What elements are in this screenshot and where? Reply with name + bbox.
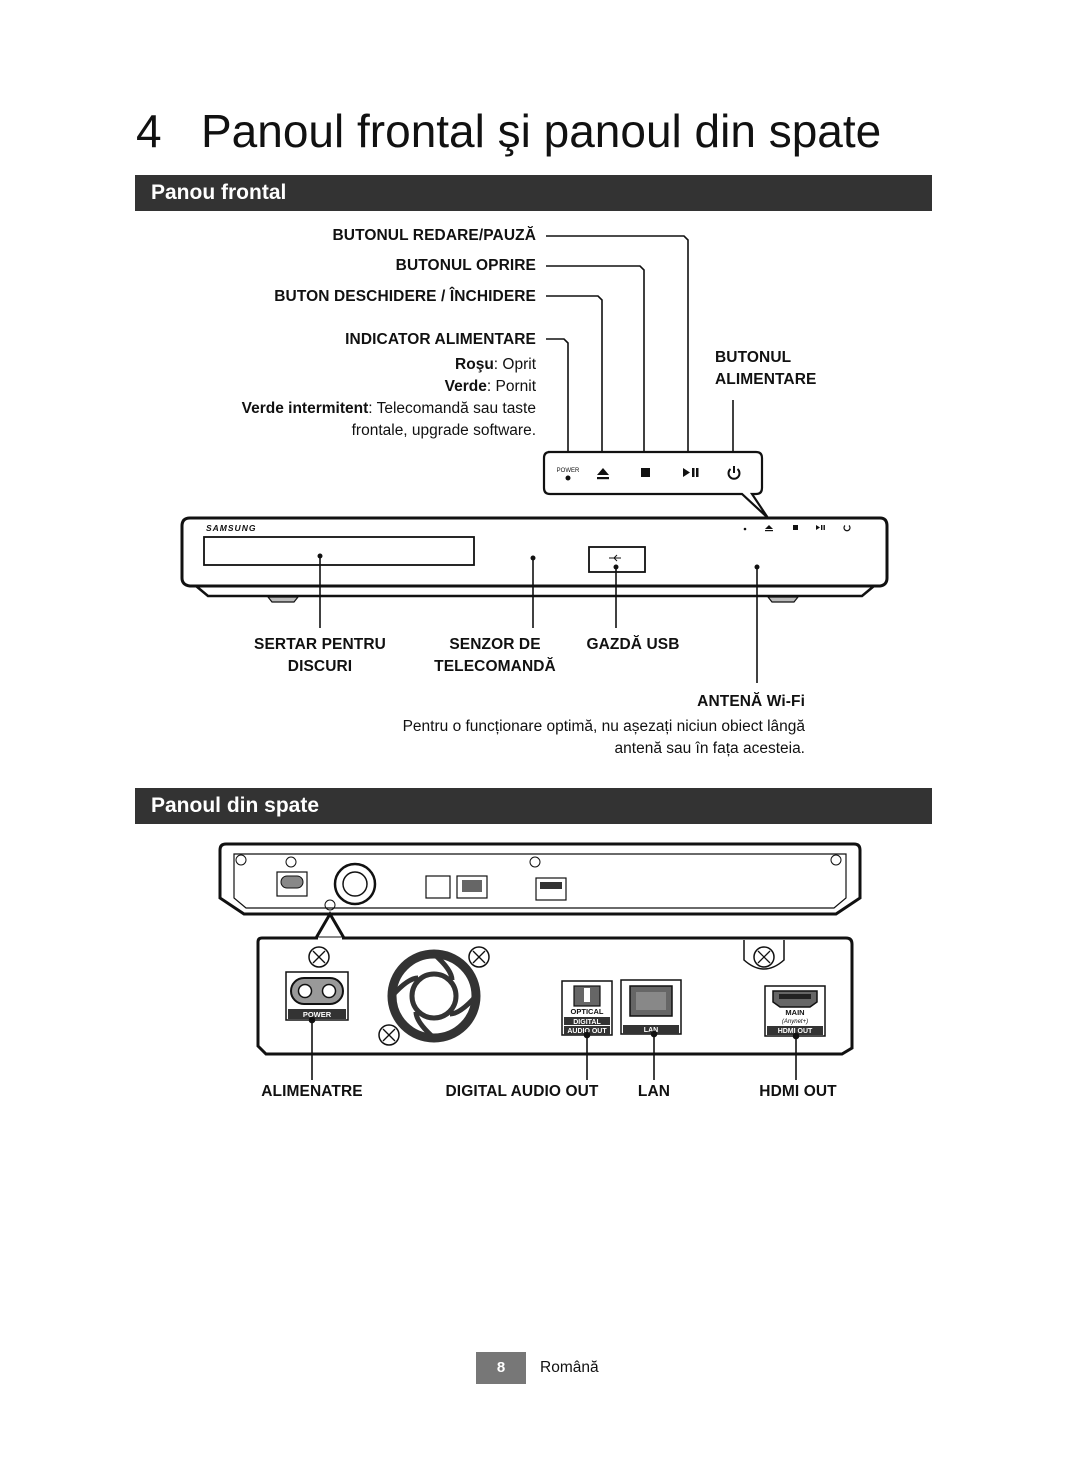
- label-remote-sensor-2: TELECOMANDĂ: [434, 658, 556, 675]
- indicator-green: Verde: Pornit: [445, 378, 536, 396]
- port-hdmi-out-text: HDMI OUT: [778, 1028, 813, 1035]
- indicator-red-key: Roşu: [455, 356, 494, 373]
- power-button-icon: [727, 466, 741, 480]
- port-digital-text: DIGITAL: [573, 1019, 601, 1026]
- power-led-icon: [565, 475, 571, 481]
- label-usb-host: GAZDĂ USB: [586, 636, 680, 653]
- front-callout-box: [542, 450, 769, 519]
- indicator-blink-key: Verde intermitent: [241, 400, 369, 417]
- label-stop: BUTONUL OPRIRE: [395, 257, 536, 274]
- leader-power-indicator: [546, 338, 569, 466]
- callout-power-text: POWER: [557, 468, 580, 474]
- label-disc-tray-1: SERTAR PENTRU: [254, 636, 386, 653]
- label-play-pause: BUTONUL REDARE/PAUZĂ: [332, 227, 536, 244]
- port-power-text: POWER: [303, 1010, 332, 1019]
- leader-stop: [546, 265, 645, 466]
- label-hdmi-out: HDMI OUT: [759, 1083, 837, 1100]
- eject-icon: [597, 468, 609, 480]
- port-main-text: MAIN: [785, 1008, 804, 1017]
- label-digital-audio-out: DIGITAL AUDIO OUT: [445, 1083, 599, 1100]
- page-language: Română: [540, 1359, 599, 1376]
- indicator-green-value: : Pornit: [486, 378, 536, 395]
- label-power-indicator: INDICATOR ALIMENTARE: [345, 331, 536, 348]
- port-anynet-text: (Anynet+): [782, 1019, 808, 1025]
- indicator-blink-value: : Telecomandă sau taste: [368, 400, 536, 417]
- chapter-number: 4: [136, 105, 162, 157]
- port-lan-text: LAN: [644, 1027, 658, 1034]
- label-disc-tray-2: DISCURI: [287, 658, 353, 675]
- stop-icon: [641, 468, 650, 477]
- disc-tray: [203, 536, 475, 566]
- label-lan: LAN: [637, 1083, 671, 1100]
- port-optical-text: OPTICAL: [571, 1007, 604, 1016]
- indicator-blink-2: frontale, upgrade software.: [351, 422, 536, 439]
- indicator-red: Roşu: Oprit: [455, 356, 536, 374]
- label-open-close: BUTON DESCHIDERE / ÎNCHIDERE: [274, 288, 536, 305]
- label-rear-power: ALIMENATRE: [261, 1083, 363, 1100]
- usb-icon: [609, 554, 621, 562]
- label-power-button-2: ALIMENTARE: [715, 371, 817, 388]
- play-pause-icon: [683, 468, 699, 477]
- section-title-front: Panou frontal: [135, 175, 932, 211]
- samsung-logo: SAMSUNG: [206, 523, 256, 533]
- port-audio-out-text: AUDIO OUT: [567, 1028, 607, 1035]
- chapter-title: Panoul frontal şi panoul din spate: [201, 105, 882, 157]
- front-panel-diagram: POWER SAMSUNG: [180, 235, 889, 683]
- leader-open-close: [546, 295, 603, 466]
- antenna-note-2: antenă sau în fața acesteia.: [614, 740, 805, 757]
- fan-icon: [387, 949, 481, 1043]
- indicator-red-value: : Oprit: [493, 356, 536, 373]
- label-remote-sensor-1: SENZOR DE: [449, 636, 541, 653]
- section-title-rear: Panoul din spate: [135, 788, 932, 824]
- antenna-note-1: Pentru o funcționare optimă, nu așezați …: [402, 718, 805, 735]
- label-power-button-1: BUTONUL: [715, 349, 792, 366]
- player-front-body: [180, 516, 889, 588]
- indicator-green-key: Verde: [444, 378, 487, 395]
- label-wifi-antenna: ANTENĂ Wi-Fi: [697, 693, 805, 710]
- leader-play-pause: [546, 235, 689, 466]
- screws: [308, 946, 775, 1046]
- page-number: 8: [476, 1352, 526, 1384]
- rear-panel-diagram: POWER OPTICAL DIGITAL AUDIO OUT LAN MAIN…: [218, 842, 862, 1080]
- indicator-blink: Verde intermitent: Telecomandă sau taste: [242, 400, 536, 418]
